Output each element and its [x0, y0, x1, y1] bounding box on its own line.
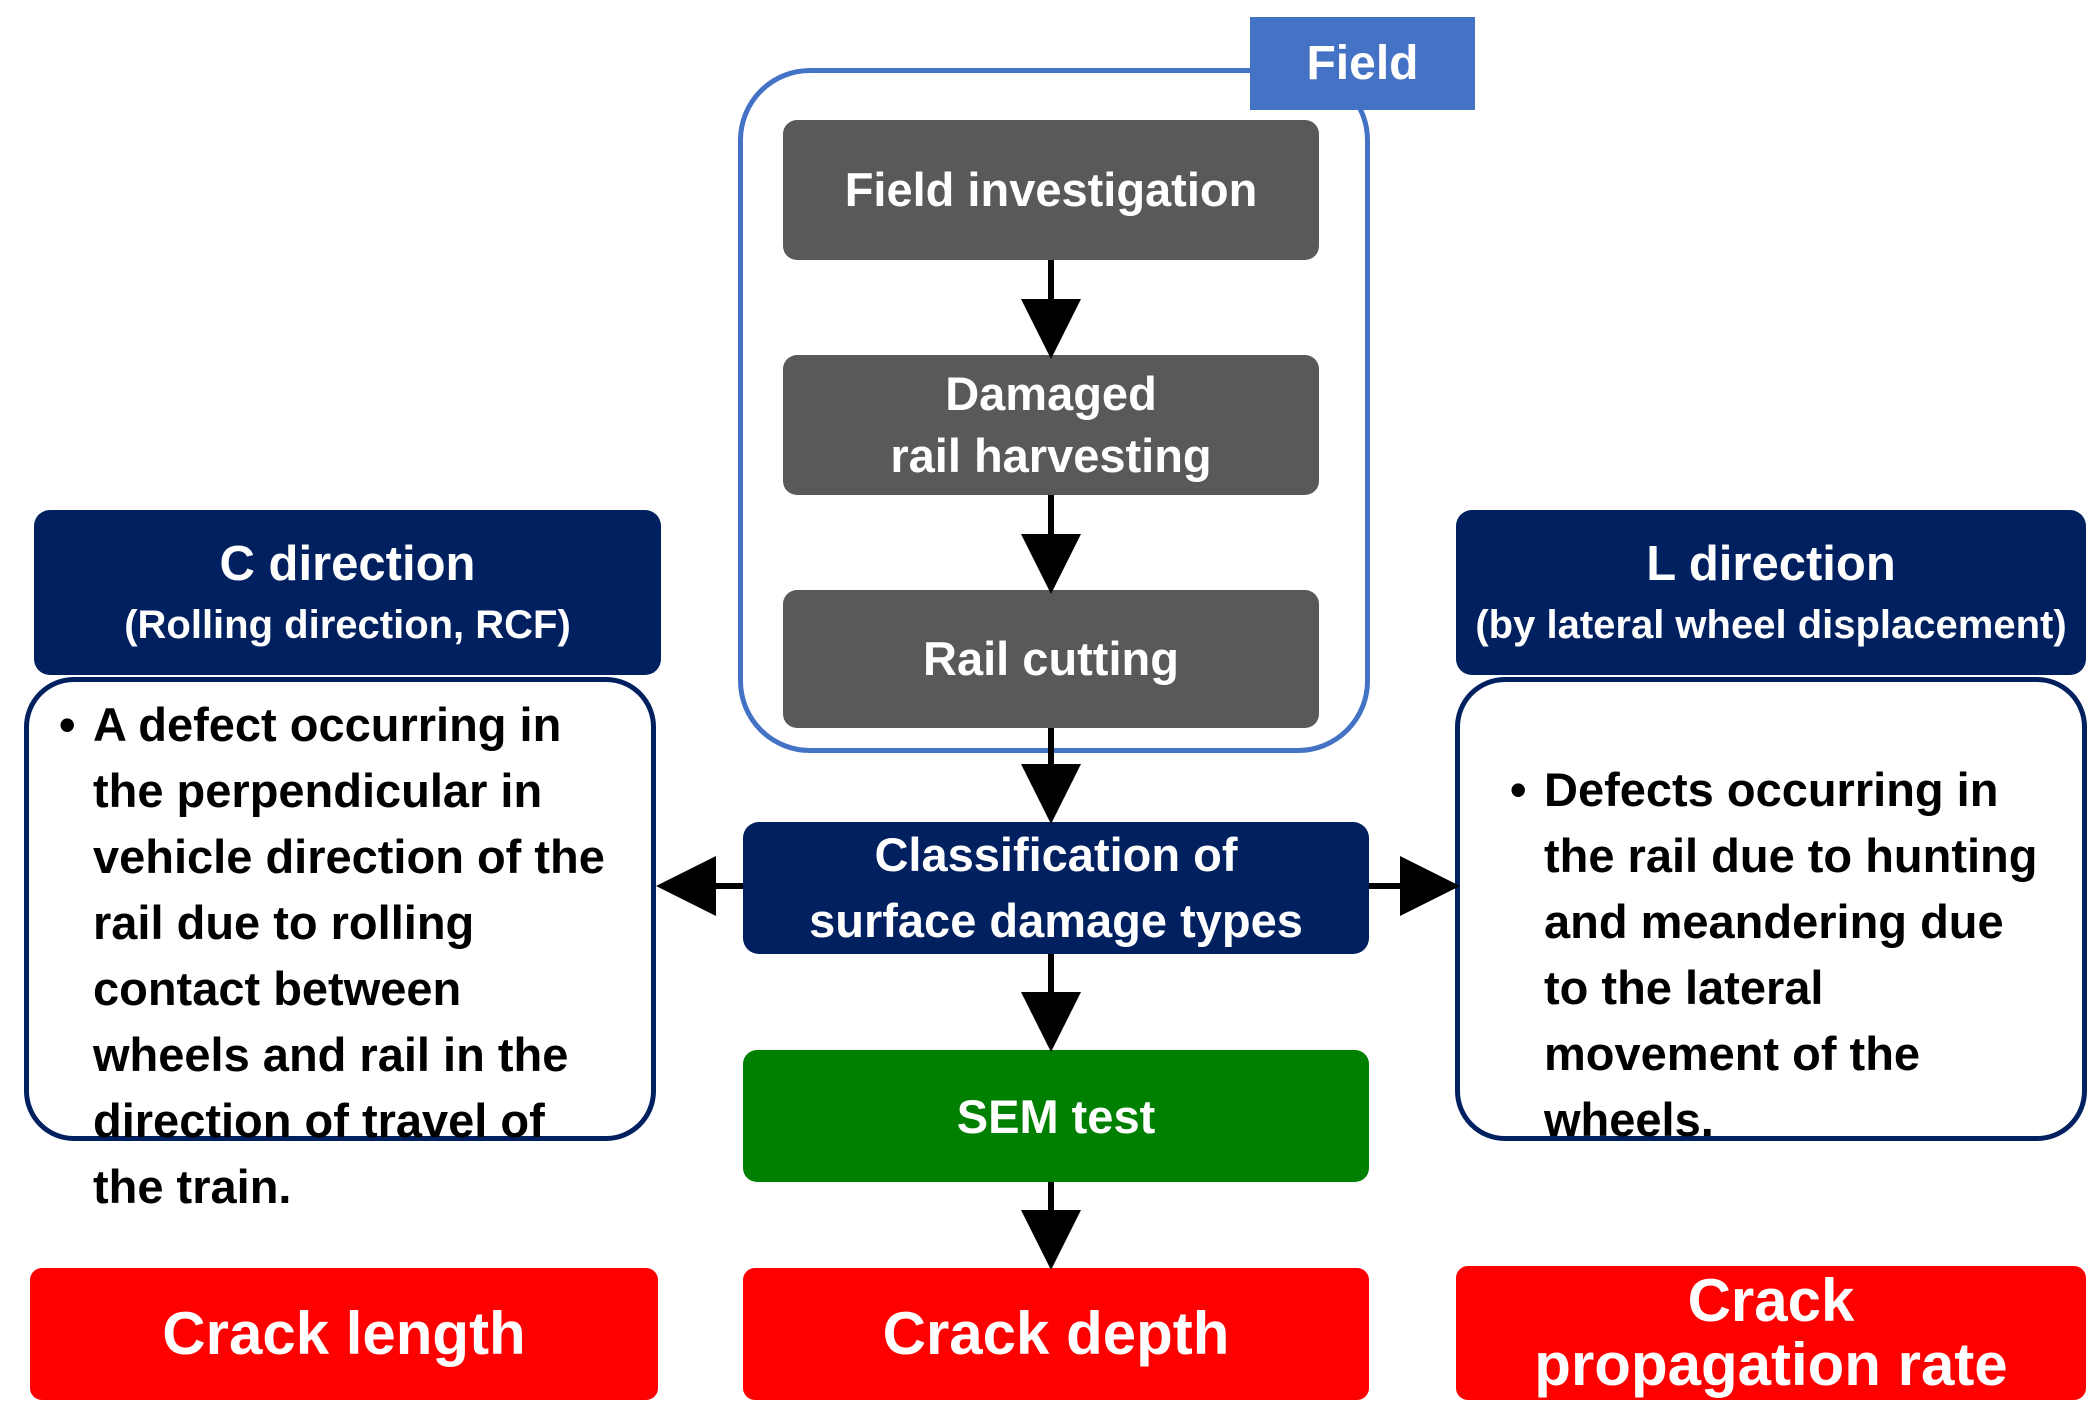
field-label: Field	[1250, 17, 1475, 110]
sem-test-text: SEM test	[956, 1089, 1156, 1143]
rail-cutting-box: Rail cutting	[783, 590, 1319, 728]
l-direction-bullet: Defects occurring in the rail due to hun…	[1510, 757, 2052, 1153]
damaged-rail-line1: Damaged	[945, 367, 1157, 420]
crack-propagation-rate-box: Crack propagation rate	[1456, 1266, 2086, 1400]
l-direction-description-box: Defects occurring in the rail due to hun…	[1455, 677, 2087, 1146]
field-label-text: Field	[1306, 37, 1419, 90]
rail-cutting-text: Rail cutting	[923, 632, 1179, 685]
sem-test-box: SEM test	[743, 1050, 1369, 1182]
classification-line1: Classification of	[874, 828, 1238, 881]
l-direction-header: L direction (by lateral wheel displaceme…	[1456, 510, 2086, 675]
c-direction-title: C direction	[219, 536, 476, 591]
field-investigation-text: Field investigation	[844, 163, 1258, 216]
damaged-rail-harvesting-box: Damaged rail harvesting	[783, 355, 1319, 495]
field-investigation-box: Field investigation	[783, 120, 1319, 260]
c-direction-bullet: A defect occurring in the perpendicular …	[59, 692, 627, 1220]
crack-propagation-line1: Crack	[1687, 1267, 1855, 1334]
damaged-rail-line2: rail harvesting	[890, 429, 1212, 482]
l-direction-subtitle: (by lateral wheel displacement)	[1475, 602, 2067, 647]
crack-length-text: Crack length	[162, 1300, 526, 1367]
l-direction-title: L direction	[1646, 536, 1896, 591]
crack-depth-box: Crack depth	[743, 1268, 1369, 1400]
classification-line2: surface damage types	[809, 894, 1303, 947]
l-direction-bullets: Defects occurring in the rail due to hun…	[1464, 757, 2052, 1153]
crack-propagation-line2: propagation rate	[1534, 1331, 2008, 1398]
crack-depth-text: Crack depth	[882, 1300, 1230, 1367]
classification-box: Classification of surface damage types	[743, 822, 1369, 954]
c-direction-bullets: A defect occurring in the perpendicular …	[33, 692, 627, 1220]
crack-length-box: Crack length	[30, 1268, 658, 1400]
c-direction-description-box: A defect occurring in the perpendicular …	[24, 677, 656, 1213]
c-direction-header: C direction (Rolling direction, RCF)	[34, 510, 661, 675]
c-direction-subtitle: (Rolling direction, RCF)	[124, 602, 571, 647]
